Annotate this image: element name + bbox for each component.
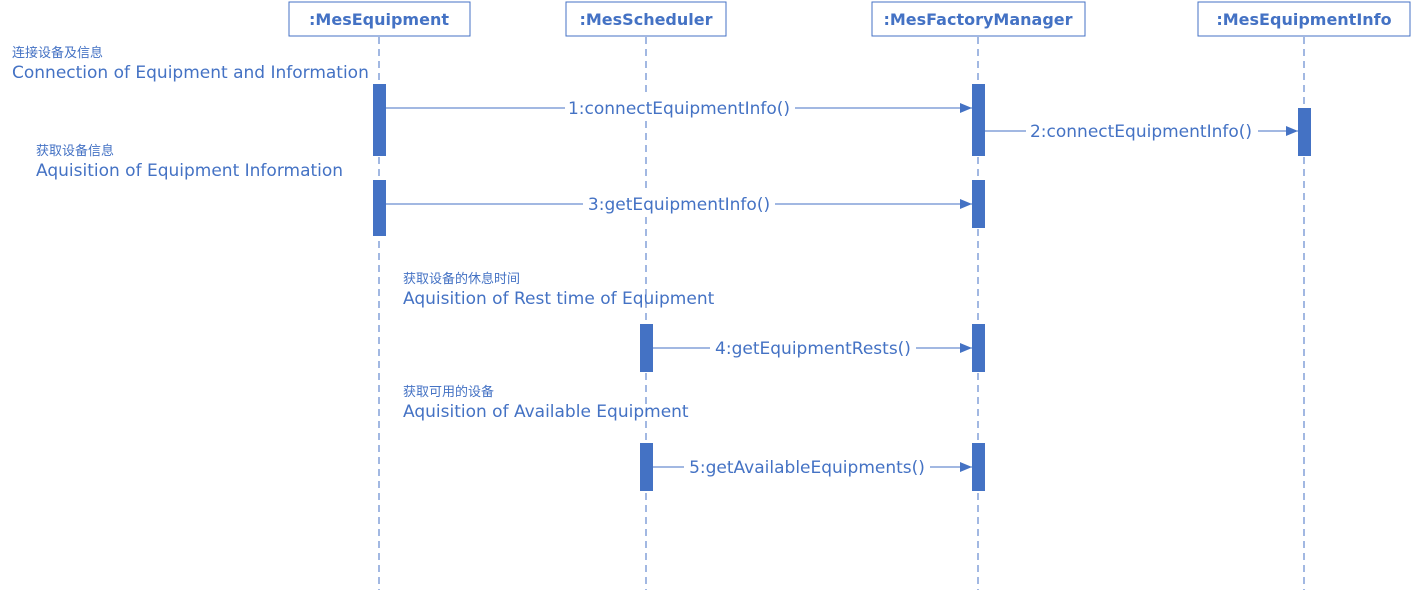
message-4-label: 4:getEquipmentRests(): [715, 339, 911, 359]
note-rest-time-en: Aquisition of Rest time of Equipment: [403, 289, 715, 309]
activation-factory-1: [972, 84, 985, 156]
activation-scheduler-1: [640, 324, 653, 372]
note-rest-time-cn: 获取设备的休息时间: [403, 271, 520, 287]
message-1-label-bg: [565, 97, 795, 119]
note-available-equipment: 获取可用的设备 Aquisition of Available Equipmen…: [403, 384, 689, 422]
lifeline-mes-equipment-box[interactable]: [288, 1, 471, 37]
lifeline-mes-factory-manager: :MesFactoryManager: [871, 1, 1086, 590]
message-3-label: 3:getEquipmentInfo(): [588, 195, 770, 215]
note-available-equipment-en: Aquisition of Available Equipment: [403, 402, 689, 422]
lifeline-mes-scheduler-box[interactable]: [565, 1, 727, 37]
lifeline-mes-factory-manager-name: :MesFactoryManager: [883, 10, 1072, 29]
lifeline-mes-equipment-info: :MesEquipmentInfo: [1197, 1, 1411, 590]
activation-scheduler-2: [640, 443, 653, 491]
message-2: 2:connectEquipmentInfo(): [985, 120, 1298, 142]
lifeline-mes-equipment: :MesEquipment: [288, 1, 471, 590]
message-2-label-bg: [1026, 120, 1258, 142]
message-5: 5:getAvailableEquipments(): [653, 456, 972, 478]
message-2-label: 2:connectEquipmentInfo(): [1030, 122, 1252, 142]
activation-equipment-2: [373, 180, 386, 236]
message-1: 1:connectEquipmentInfo(): [386, 97, 972, 119]
lifeline-mes-scheduler-name: :MesScheduler: [579, 10, 712, 29]
note-available-equipment-cn: 获取可用的设备: [403, 384, 494, 400]
note-equipment-info-cn: 获取设备信息: [36, 143, 114, 159]
message-3-label-bg: [583, 193, 775, 215]
message-1-label: 1:connectEquipmentInfo(): [568, 99, 790, 119]
lifeline-mes-factory-manager-box[interactable]: [871, 1, 1086, 37]
activation-factory-3: [972, 324, 985, 372]
note-equipment-info-en: Aquisition of Equipment Information: [36, 161, 343, 181]
activation-info-1: [1298, 108, 1311, 156]
message-5-label: 5:getAvailableEquipments(): [689, 458, 925, 478]
activation-factory-2: [972, 180, 985, 228]
message-3: 3:getEquipmentInfo(): [386, 193, 972, 215]
message-4-label-bg: [710, 337, 916, 359]
lifeline-mes-equipment-name: :MesEquipment: [309, 10, 449, 29]
lifeline-mes-equipment-info-name: :MesEquipmentInfo: [1216, 10, 1391, 29]
message-4: 4:getEquipmentRests(): [653, 337, 972, 359]
lifeline-mes-equipment-info-box[interactable]: [1197, 1, 1411, 37]
message-5-label-bg: [684, 456, 930, 478]
lifeline-mes-scheduler: :MesScheduler: [565, 1, 727, 590]
activation-equipment-1: [373, 84, 386, 156]
note-rest-time: 获取设备的休息时间 Aquisition of Rest time of Equ…: [403, 271, 715, 309]
note-equipment-info: 获取设备信息 Aquisition of Equipment Informati…: [36, 143, 343, 181]
note-connection-cn: 连接设备及信息: [12, 45, 103, 61]
note-connection: 连接设备及信息 Connection of Equipment and Info…: [12, 45, 369, 83]
activation-factory-4: [972, 443, 985, 491]
note-connection-en: Connection of Equipment and Information: [12, 63, 369, 83]
